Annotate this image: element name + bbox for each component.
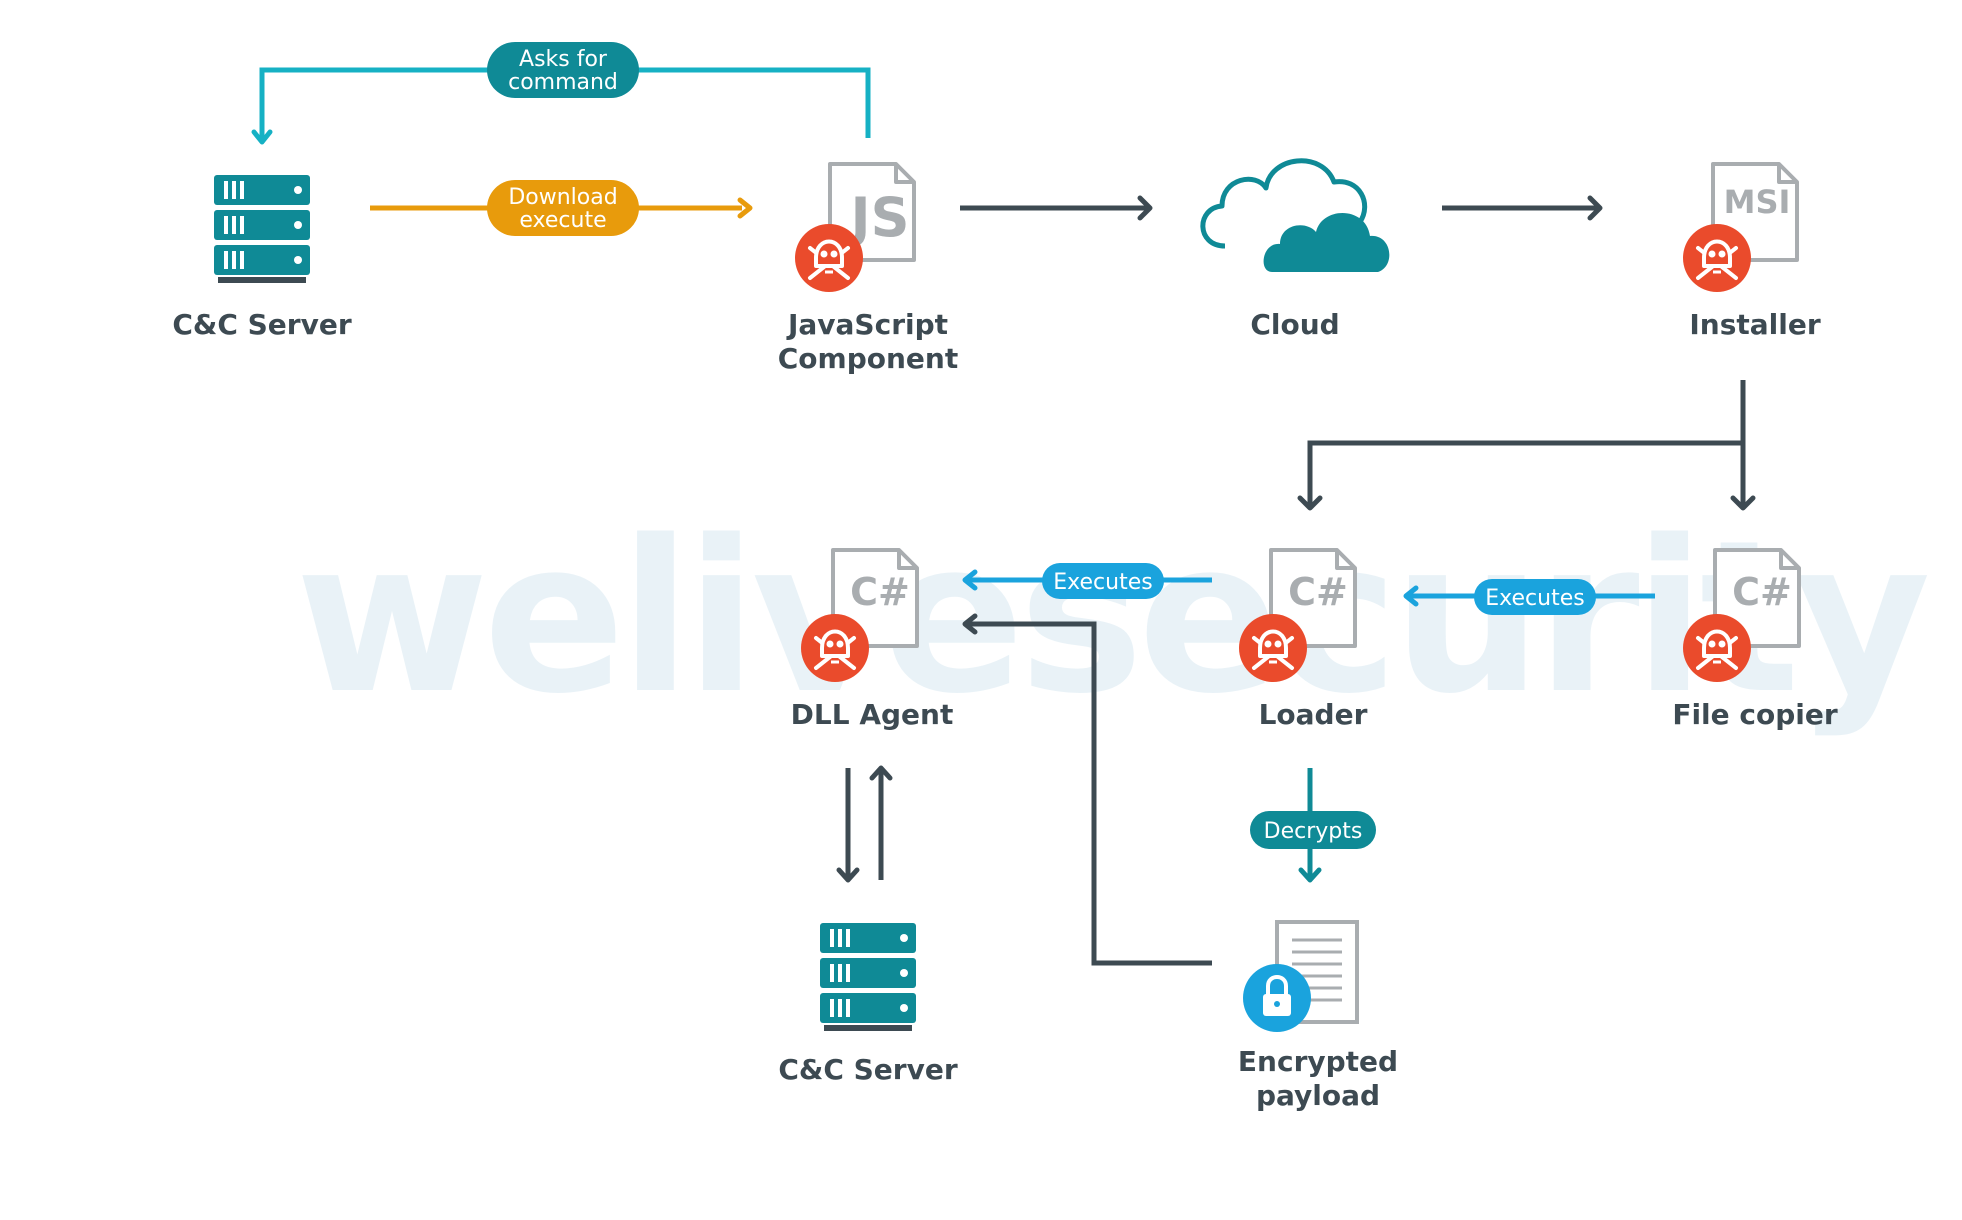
- encrypted-payload-label-line2: payload: [1256, 1079, 1380, 1112]
- msi-file-text: MSI: [1724, 183, 1791, 221]
- installer-branch-connector: [1307, 380, 1746, 505]
- loader-label: Loader: [1259, 698, 1368, 731]
- arrowhead: [1297, 495, 1323, 511]
- arrowhead: [836, 867, 860, 883]
- malware-skull-icon: [793, 222, 865, 294]
- malware-skull-icon: [1681, 222, 1753, 294]
- arrowhead: [1730, 495, 1756, 511]
- cc-server-bottom-label: C&C Server: [778, 1053, 957, 1086]
- installer-node: MSI Installer: [1681, 162, 1821, 341]
- js-file-text: JS: [847, 186, 910, 249]
- watermark-text: welivesecurity: [295, 495, 1928, 740]
- dll-agent-node: C# DLL Agent: [791, 548, 954, 731]
- arrowhead: [737, 197, 753, 219]
- executes-agent-label: Executes: [1042, 563, 1164, 599]
- malware-skull-icon: [1237, 612, 1309, 684]
- csharp-file-icon: C#: [1269, 548, 1357, 648]
- installer-label: Installer: [1689, 308, 1820, 341]
- decrypts-label: Decrypts: [1250, 811, 1376, 849]
- asks-for-command-line1: Asks for: [519, 47, 608, 72]
- js-component-node: JS JavaScript Component: [778, 162, 958, 375]
- cc-server-bottom-node: C&C Server: [778, 923, 958, 1086]
- download-execute-line2: execute: [519, 208, 606, 233]
- encrypted-payload-node: Encrypted payload: [1238, 920, 1398, 1112]
- csharp-file-text: C#: [1732, 570, 1792, 614]
- file-copier-label: File copier: [1672, 698, 1838, 731]
- dll-agent-label: DLL Agent: [791, 698, 954, 731]
- arrowhead: [869, 765, 893, 781]
- arrowhead: [1587, 195, 1603, 221]
- arrowhead: [962, 569, 978, 591]
- arrowhead: [1298, 867, 1322, 883]
- csharp-file-icon: C#: [1713, 548, 1801, 648]
- arrowhead: [1403, 585, 1419, 607]
- js-file-icon: JS: [828, 162, 916, 262]
- cc-server-top-node: C&C Server: [172, 175, 352, 341]
- cc-server-top-label: C&C Server: [172, 308, 351, 341]
- download-execute-line1: Download: [508, 185, 617, 210]
- arrowhead: [1137, 195, 1153, 221]
- malware-skull-icon: [1681, 612, 1753, 684]
- download-execute-label: Download execute: [487, 180, 639, 236]
- arrowhead: [962, 613, 978, 635]
- cloud-label: Cloud: [1250, 308, 1339, 341]
- msi-file-icon: MSI: [1711, 162, 1799, 262]
- asks-for-command-line2: command: [508, 70, 618, 95]
- js-component-label-line1: JavaScript: [786, 308, 948, 341]
- cloud-node: Cloud: [1200, 158, 1390, 341]
- malware-skull-icon: [799, 612, 871, 684]
- executes-loader-label: Executes: [1474, 579, 1596, 615]
- cloud-icon: [1200, 158, 1390, 272]
- server-icon: [820, 923, 916, 1031]
- encrypted-payload-label-line1: Encrypted: [1238, 1045, 1398, 1078]
- js-component-label-line2: Component: [778, 342, 958, 375]
- csharp-file-icon: C#: [831, 548, 919, 648]
- locked-document-icon: [1243, 920, 1359, 1032]
- file-copier-node: C# File copier: [1672, 548, 1838, 731]
- executes-agent-text: Executes: [1053, 570, 1152, 595]
- csharp-file-text: C#: [1288, 570, 1348, 614]
- payload-to-agent-connector: [967, 621, 1212, 966]
- loader-node: C# Loader: [1237, 548, 1368, 731]
- arrowhead: [251, 129, 273, 145]
- asks-for-command-label: Asks for command: [487, 42, 639, 98]
- csharp-file-text: C#: [850, 570, 910, 614]
- server-icon: [214, 175, 310, 283]
- decrypts-text: Decrypts: [1264, 819, 1363, 844]
- executes-loader-text: Executes: [1485, 586, 1584, 611]
